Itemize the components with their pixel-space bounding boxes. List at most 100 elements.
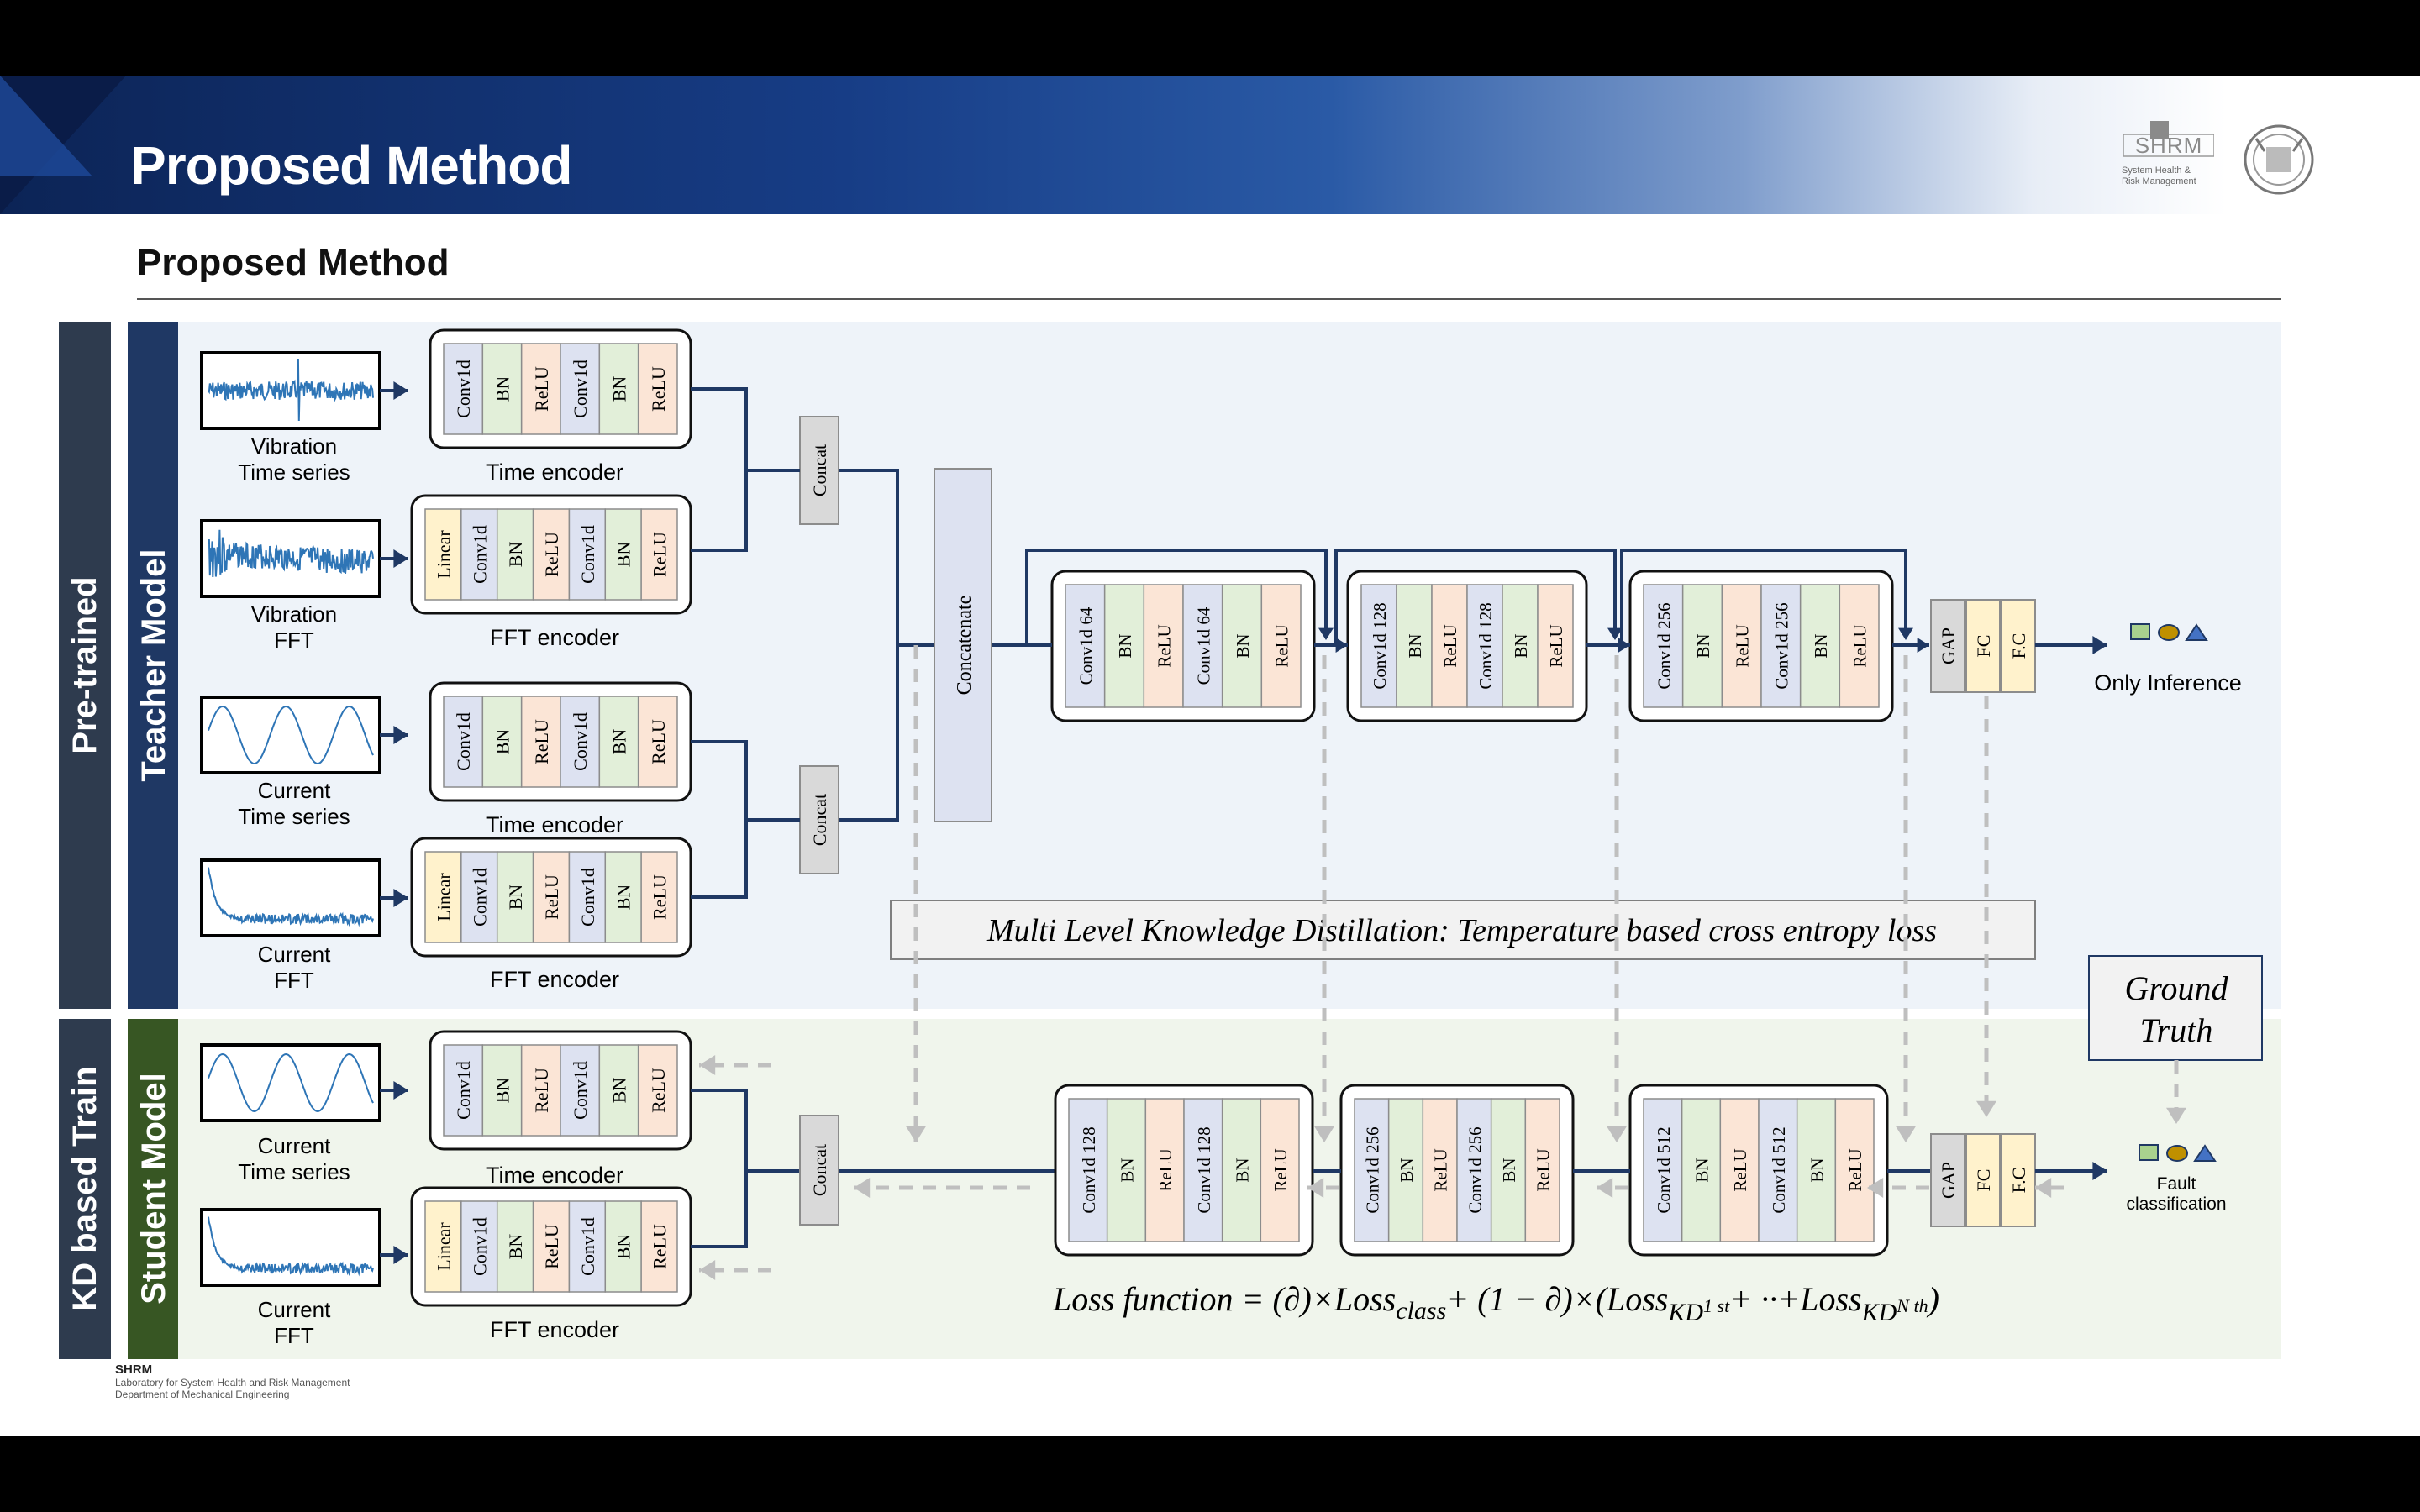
section-title: Proposed Method <box>137 242 450 283</box>
layer-bn <box>481 696 523 788</box>
layer-relu <box>640 851 678 943</box>
encoder-label: Time encoder <box>486 812 623 837</box>
layer-label: Conv1d 128 <box>1079 1126 1099 1213</box>
student-label: Student Model <box>135 1073 172 1305</box>
concatenate-box <box>934 468 992 822</box>
output-circle-icon <box>2158 624 2180 641</box>
arrowhead <box>393 381 408 400</box>
layer-relu <box>640 1200 678 1293</box>
loss-subscript: KD <box>1861 1299 1897 1326</box>
signal-waveform <box>208 1216 374 1277</box>
layer-conv1d <box>460 1200 498 1293</box>
footer-line2: Department of Mechanical Engineering <box>115 1389 290 1400</box>
layer-label: ReLU <box>1155 624 1175 667</box>
layer-label: BN <box>609 1078 630 1104</box>
logo-text: SHRM <box>2135 133 2203 158</box>
loss-superscript: N th <box>1896 1295 1928 1316</box>
fc-label: FC <box>1973 1169 1994 1192</box>
input-label: Time series <box>238 459 350 485</box>
layer-label: ReLU <box>1845 1148 1865 1191</box>
kd-arrowhead <box>1976 1100 1996 1117</box>
loss-term: (∂)×Loss <box>1272 1280 1396 1318</box>
layer-label: ReLU <box>541 1224 562 1269</box>
layer-bn <box>481 343 523 435</box>
kd-train-bar <box>59 1019 111 1359</box>
encoder-label: FFT encoder <box>490 967 619 992</box>
kd-arrowhead <box>2035 1178 2052 1198</box>
layer-label: Conv1d 128 <box>1370 602 1390 689</box>
layer-label: ReLU <box>1440 624 1460 667</box>
layer-relu <box>1260 584 1302 708</box>
layer-conv1d-256 <box>1456 1098 1492 1242</box>
signal-waveform <box>208 867 374 927</box>
layer-relu <box>1719 1098 1760 1242</box>
kd-arrowhead <box>699 1055 716 1075</box>
layer-label: Conv1d <box>570 712 591 771</box>
layer-label: BN <box>1233 633 1253 658</box>
layer-label: BN <box>505 542 526 568</box>
layer-conv1d <box>443 343 484 435</box>
input-label: Current <box>258 942 331 967</box>
layer-label: Conv1d <box>453 360 474 418</box>
layer-relu <box>1524 1098 1560 1242</box>
concat-box <box>799 416 839 525</box>
layer-bn <box>1221 584 1263 708</box>
layer-bn <box>1387 1098 1424 1242</box>
input-label: FFT <box>274 1323 314 1348</box>
layer-bn <box>1106 1098 1147 1242</box>
layer-bn <box>604 508 642 601</box>
arrowhead <box>393 889 408 907</box>
gap-layer <box>1930 599 1965 693</box>
input-label: FFT <box>274 968 314 993</box>
concatenate-label: Concatenate <box>954 596 976 696</box>
input-label: FFT <box>274 627 314 653</box>
layer-label: Conv1d <box>577 868 598 927</box>
kd-arrowhead <box>1896 1126 1916 1142</box>
gap-label: GAP <box>1938 1162 1959 1199</box>
loss-term: Loss function = <box>1052 1280 1272 1318</box>
arrowhead <box>2092 636 2107 654</box>
layer-bn <box>1490 1098 1527 1242</box>
connector <box>691 1089 748 1248</box>
title-rule <box>137 298 2281 300</box>
layer-label: BN <box>505 885 526 911</box>
layer-conv1d-64 <box>1065 584 1106 708</box>
logo-line2: Risk Management <box>2122 176 2196 186</box>
layer-conv1d-128 <box>1183 1098 1223 1242</box>
loss-term: + (1 − ∂)×(Loss <box>1446 1280 1668 1318</box>
layer-label: BN <box>1692 1158 1712 1182</box>
layer-label: ReLU <box>541 532 562 577</box>
layer-label: Conv1d <box>577 1217 598 1276</box>
footer-name: SHRM <box>115 1362 153 1377</box>
input-label: Vibration <box>251 433 337 459</box>
layer-label: BN <box>505 1234 526 1260</box>
concat-box <box>799 1115 839 1226</box>
ground-truth-label: Truth <box>2140 1011 2213 1049</box>
layer-label: BN <box>1405 633 1425 658</box>
layer-relu <box>532 508 571 601</box>
layer-label: Conv1d <box>469 525 490 584</box>
footer: SHRM Laboratory for System Health and Ri… <box>115 1362 350 1400</box>
layer-bn <box>1103 584 1145 708</box>
layer-label: BN <box>1118 1158 1138 1182</box>
kd-arrowhead <box>1867 1178 1884 1198</box>
layer-label: Conv1d 512 <box>1769 1126 1789 1213</box>
layer-label: ReLU <box>1431 1148 1451 1191</box>
loss-term: ) <box>1927 1280 1939 1318</box>
layer-label: ReLU <box>1155 1148 1176 1191</box>
input-label: Current <box>258 1297 331 1322</box>
layer-label: ReLU <box>648 719 669 764</box>
layer-label: Conv1d <box>453 712 474 771</box>
layer-bn <box>1681 1098 1722 1242</box>
input-label: Current <box>258 778 331 803</box>
encoder-label: FFT encoder <box>490 625 619 650</box>
layer-label: Conv1d 512 <box>1654 1126 1674 1213</box>
connector <box>1334 549 1617 645</box>
layer-relu <box>640 508 678 601</box>
layer-label: Linear <box>433 1222 454 1271</box>
output-triangle-icon <box>2185 623 2208 641</box>
pretrained-label: Pre-trained <box>66 576 103 753</box>
layer-conv1d <box>443 1044 484 1137</box>
layer-label: BN <box>1397 1158 1417 1182</box>
layer-conv1d <box>460 508 498 601</box>
